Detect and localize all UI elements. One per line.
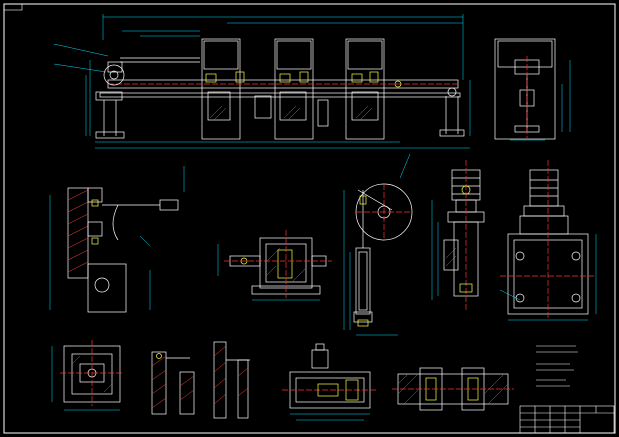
main-elevation-view xyxy=(85,14,471,149)
plate-detail-view xyxy=(51,340,124,411)
gearbox-section-view xyxy=(217,230,332,301)
motor-side-view xyxy=(431,160,485,310)
side-end-view xyxy=(494,38,571,141)
sheet-border xyxy=(3,3,616,434)
leader-lines xyxy=(53,43,521,301)
bracket-detail-view xyxy=(151,341,250,419)
technical-notes xyxy=(536,345,578,387)
cylinder-arm-view xyxy=(343,183,413,336)
shaft-coupling-view xyxy=(392,367,514,411)
title-block xyxy=(519,405,615,434)
drive-shaft-view xyxy=(282,343,378,421)
clamp-detail-view xyxy=(49,187,179,313)
motor-front-view xyxy=(500,160,597,321)
sheet-tag-box xyxy=(3,3,23,11)
